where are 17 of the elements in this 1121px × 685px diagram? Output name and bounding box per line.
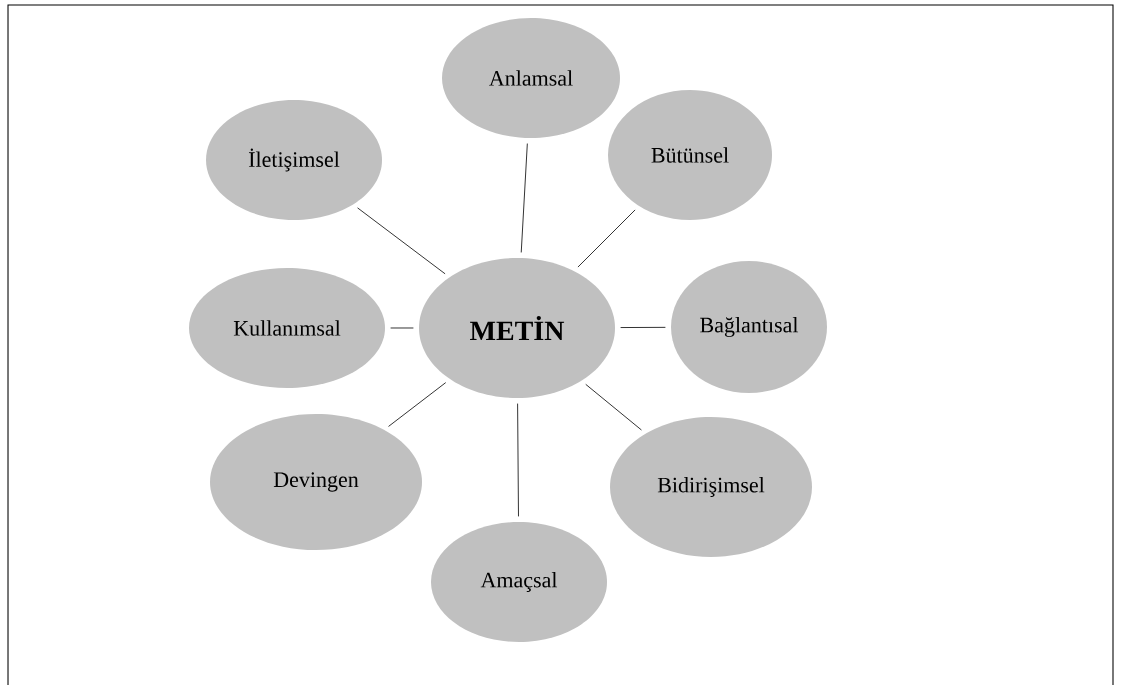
connector-line [620, 326, 666, 328]
ellipse-node: Devingen [210, 414, 422, 550]
connector-line [585, 383, 642, 431]
ellipse-node: Anlamsal [442, 18, 620, 138]
connector-line [388, 382, 447, 427]
connector-line [390, 327, 414, 329]
ellipse-node: Bidirişimsel [610, 417, 812, 557]
ellipse-node: Kullanımsal [189, 268, 385, 388]
ellipse-node: İletişimsel [206, 100, 382, 220]
ellipse-node: Bağlantısal [671, 261, 827, 393]
ellipse-node: Amaçsal [431, 522, 607, 642]
connector-line [577, 209, 636, 268]
connector-line [357, 207, 446, 275]
connector-line [517, 403, 519, 517]
connector-line [520, 143, 528, 253]
ellipse-node: METİN [419, 258, 615, 398]
ellipse-node: Bütünsel [608, 90, 772, 220]
